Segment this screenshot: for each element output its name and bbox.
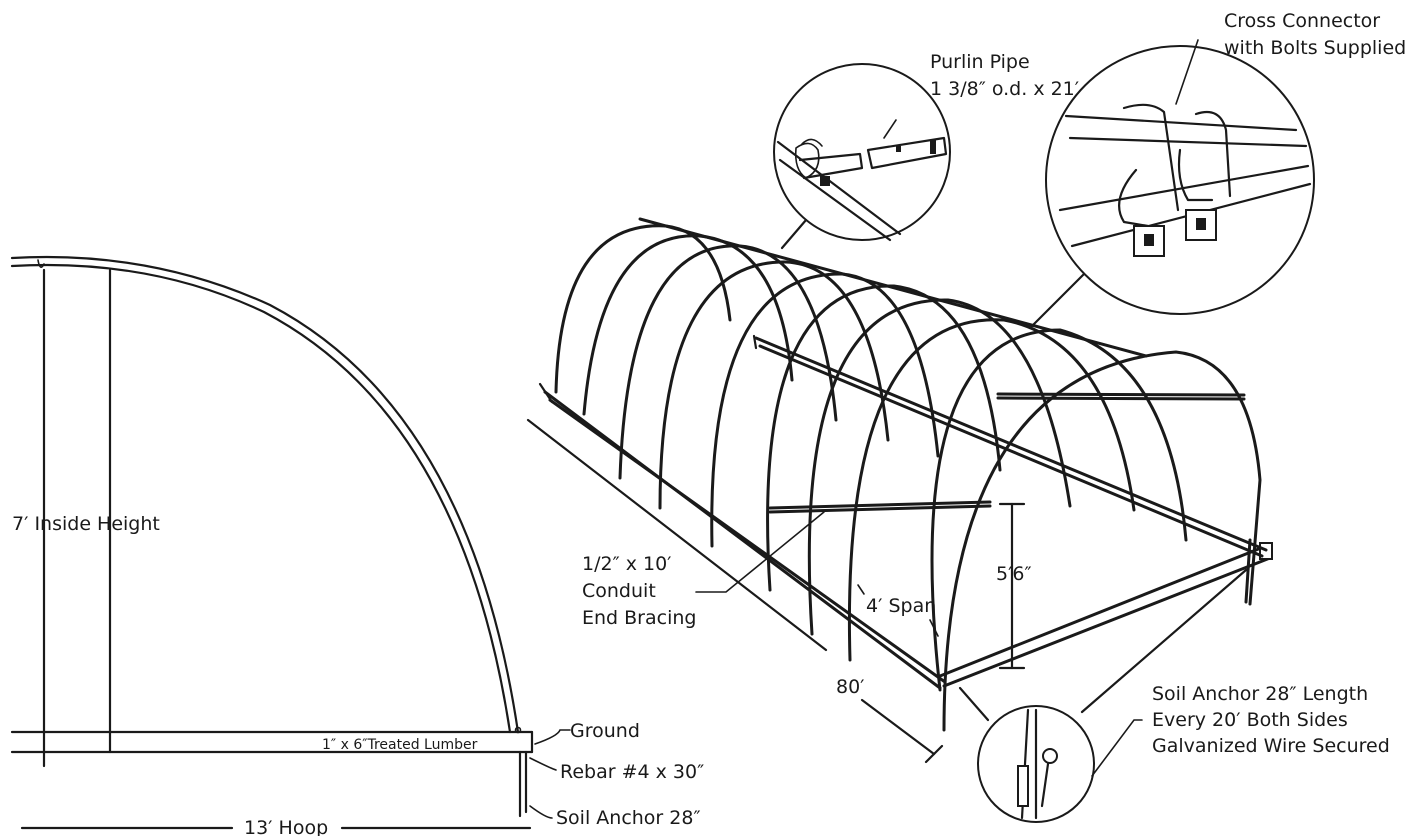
hoop-4 [658, 260, 890, 510]
cross-pipe-a-inner [1068, 136, 1308, 148]
hoop-8 [847, 318, 1136, 662]
span-leader-b [929, 619, 939, 637]
purlin-detail [773, 63, 951, 250]
length-dim-upper [526, 418, 828, 652]
hoop-house-frame [526, 217, 1273, 764]
hoop-leg [1244, 538, 1252, 604]
height-5-6-label: 5′6″ [996, 563, 1032, 585]
end-brace-back [996, 392, 1246, 397]
length-dim-tick [924, 744, 944, 764]
soil-anchor-short-label: Soil Anchor 28″ [556, 807, 701, 829]
anchor-rod [1017, 765, 1029, 807]
conduit-label-3: End Bracing [582, 607, 696, 629]
cross-label-2: with Bolts Supplied [1224, 37, 1406, 59]
detail-pipe-bottom [778, 158, 892, 242]
length-80-label: 80′ [836, 676, 865, 698]
hoop-7 [807, 298, 1072, 636]
conduit-label-2: Conduit [582, 580, 656, 602]
end-brace-front-inner [768, 504, 992, 514]
bolt-left [1144, 234, 1154, 246]
ground-label: Ground [570, 720, 640, 742]
purlin-label-leader [883, 119, 897, 139]
detail-purlin-stub [798, 152, 864, 180]
hoop-outer-arc [10, 255, 520, 734]
length-dim-lower [860, 698, 936, 756]
hoop-10-end [942, 350, 1262, 732]
bolt-mark [514, 726, 522, 734]
detail-clamp-bolt [820, 176, 830, 186]
middle-purlin-inner [758, 344, 1264, 558]
detail-pipe-end [930, 140, 936, 154]
detail-clamp-loop [801, 138, 823, 147]
detail-bolt-hole [896, 146, 901, 152]
hoop-2 [582, 234, 794, 416]
connector-strap-left [1122, 103, 1180, 212]
cross-label-leader [1175, 39, 1199, 105]
rebar-label: Rebar #4 x 30″ [560, 761, 704, 783]
connector-strap-right [1194, 110, 1232, 198]
front-base-rail-inner [942, 556, 1272, 688]
hoop-3 [618, 244, 838, 480]
connector-strap-right-lower [1177, 148, 1214, 202]
detail-clamp [794, 142, 820, 179]
detail-pipe-top [776, 140, 902, 236]
anchor-detail-connector [958, 686, 990, 722]
connector-strap-left-lower [1118, 168, 1150, 228]
hoop-9 [930, 328, 1188, 692]
anchor-leader [529, 805, 553, 819]
ground-leader [534, 729, 571, 745]
cross-pipe-b [1058, 164, 1310, 212]
purlin-detail-circle [773, 63, 951, 241]
hoop-5 [710, 272, 940, 548]
purlin-label-1: Purlin Pipe [930, 51, 1030, 73]
cross-connector-detail [1028, 39, 1315, 330]
hoop-cross-section [10, 255, 571, 830]
hoop-inner-arc [10, 263, 512, 734]
cross-pipe-a [1064, 114, 1298, 132]
cross-label-1: Cross Connector [1224, 10, 1380, 32]
left-base-rail-inner [548, 398, 947, 684]
front-base-rail [938, 544, 1268, 678]
anchor-label-2: Every 20′ Both Sides [1152, 709, 1348, 731]
hoop-label: 13′ Hoop [244, 817, 328, 836]
anchor-label-1: Soil Anchor 28″ Length [1152, 683, 1368, 705]
anchor-wire [1040, 762, 1050, 808]
hoop-1 [554, 224, 732, 394]
purlin-cap [752, 334, 758, 350]
span-leader-a [857, 584, 865, 595]
left-base-rail [543, 390, 942, 690]
anchor-label-3: Galvanized Wire Secured [1152, 735, 1390, 757]
purlin-detail-connector [780, 218, 808, 250]
conduit-leader [695, 511, 825, 593]
bolt-right [1196, 218, 1206, 230]
treated-lumber-label: 1″ x 6″Treated Lumber [322, 737, 478, 753]
hoop-top-hook [37, 259, 45, 268]
anchor-label-leader [1091, 719, 1143, 777]
end-brace-back-inner [996, 396, 1246, 401]
anchor-detail-connector-b [1080, 568, 1248, 714]
detail-purlin-pipe [866, 136, 948, 170]
end-brace-front [768, 500, 992, 510]
anchor-loop [1042, 748, 1058, 764]
rail-start-cap [538, 382, 554, 404]
soil-anchor-detail [958, 568, 1248, 823]
purlin-label-2: 1 3/8″ o.d. x 21′ [930, 78, 1079, 100]
span-label: 4′ Span [866, 595, 936, 617]
inside-height-label: 7′ Inside Height [12, 513, 160, 535]
conduit-label-1: 1/2″ x 10′ [582, 553, 672, 575]
cross-detail-connector [1028, 272, 1086, 330]
rebar-leader [529, 757, 557, 771]
